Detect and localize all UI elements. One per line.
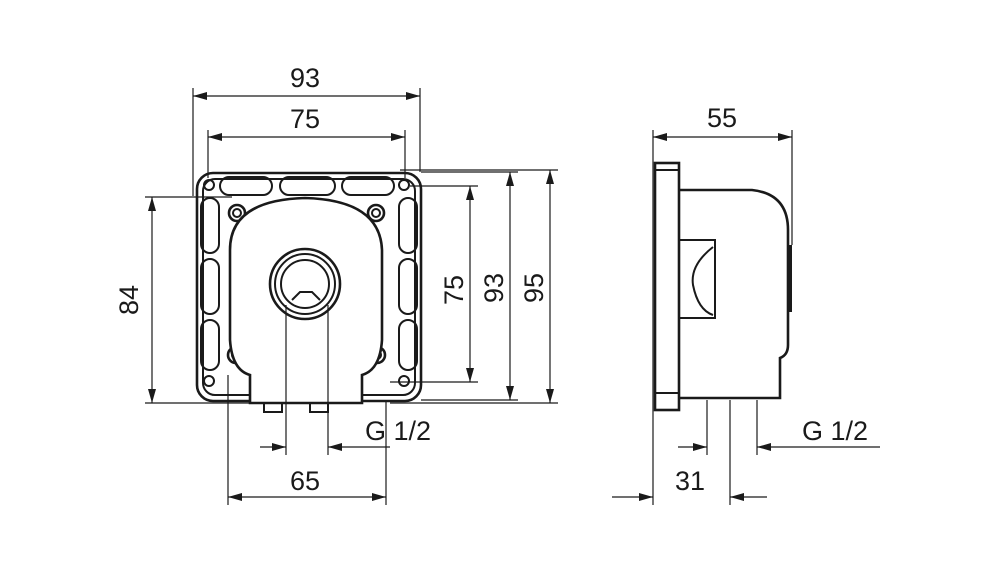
dim-height-left: 84 (114, 285, 144, 315)
dim-width-overall: 93 (290, 63, 320, 93)
valve-body (228, 196, 384, 455)
dim-outlet-offset: 31 (675, 466, 705, 496)
front-view: 93 75 84 75 93 95 G 1/2 65 (114, 63, 558, 505)
dim-height-mid: 93 (479, 273, 509, 303)
dim-thread-front: G 1/2 (365, 416, 431, 446)
dim-width-holes: 75 (290, 104, 320, 134)
side-view: 55 G 1/2 31 (612, 103, 880, 505)
dimension-lines (145, 88, 558, 505)
dim-depth: 55 (707, 103, 737, 133)
dim-thread-side: G 1/2 (802, 416, 868, 446)
dim-outlet-spacing: 65 (290, 466, 320, 496)
dim-height-overall: 95 (519, 273, 549, 303)
dim-height-holes: 75 (439, 275, 469, 305)
